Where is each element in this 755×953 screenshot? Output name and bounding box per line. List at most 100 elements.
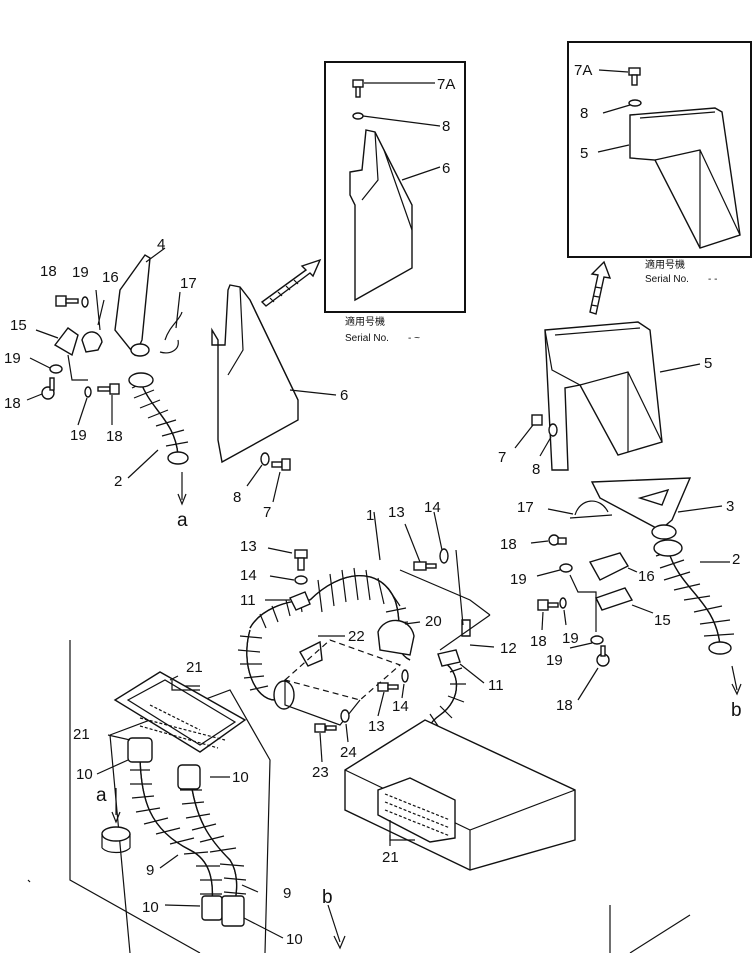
callout-14: 14: [424, 499, 441, 516]
callout-13: 13: [240, 538, 257, 555]
clamp-20: [377, 619, 415, 656]
washer-19-mid-left: [49, 364, 63, 374]
bolt-18-low-right: [596, 645, 610, 667]
callout-10: 10: [232, 769, 249, 786]
cover-6-inset: [349, 129, 413, 302]
washer-19-top-left: [81, 296, 89, 308]
bracket-15-right: [595, 587, 634, 611]
washer-8-cover6: [260, 452, 270, 466]
callout-17: 17: [517, 499, 534, 516]
callout-12: 12: [500, 640, 517, 657]
label-b: b: [322, 887, 333, 908]
callout-8-right: 8: [580, 105, 588, 122]
callout-6: 6: [340, 387, 348, 404]
callout-19: 19: [70, 427, 87, 444]
label-a: a: [96, 785, 107, 806]
callout-5: 5: [704, 355, 712, 372]
callout-9: 9: [283, 885, 291, 902]
hose-10-9-left: [127, 737, 223, 921]
cover-6: [211, 284, 337, 464]
callout-18: 18: [556, 697, 573, 714]
hose-2-right: [653, 539, 735, 655]
clamp-17-right: [569, 500, 613, 519]
callout-1: 1: [366, 507, 374, 524]
bracket-11-right: [437, 649, 461, 667]
bracket-11-left: [289, 591, 311, 611]
washer-19-top-right: [559, 563, 573, 573]
callout-8: 8: [233, 489, 241, 506]
callout-11: 11: [488, 677, 504, 694]
bolt-13-top: [294, 549, 308, 571]
clamp-16-left: [81, 331, 103, 353]
washer-8-right: [628, 99, 642, 107]
bolt-13-right: [413, 561, 437, 571]
washer-24: [340, 709, 350, 723]
callout-13: 13: [368, 718, 385, 735]
inset-right-serial-label: Serial No.: [645, 274, 689, 285]
callout-19: 19: [4, 350, 21, 367]
bolt-18-bottom-left: [97, 383, 120, 395]
duct-stub-a: [101, 826, 131, 854]
callout-19: 19: [562, 630, 579, 647]
callout-15: 15: [654, 612, 671, 629]
callout-18: 18: [530, 633, 547, 650]
callout-14: 14: [392, 698, 409, 715]
callout-8-left: 8: [442, 118, 450, 135]
washer-14-lower: [401, 669, 409, 683]
callout-20: 20: [425, 613, 442, 630]
inset-left-japanese: 適用号機: [345, 315, 385, 328]
callout-18: 18: [106, 428, 123, 445]
callout-17: 17: [180, 275, 197, 292]
callout-3: 3: [726, 498, 734, 515]
washer-19-mid-right: [559, 597, 567, 609]
bolt-18-top-right: [548, 534, 567, 546]
label-a: a: [177, 510, 188, 531]
callout-13: 13: [388, 504, 405, 521]
clamp-17-left: [159, 311, 183, 354]
callout-9: 9: [146, 862, 154, 879]
clamp-16-right: [588, 552, 629, 581]
bracket-12: [455, 549, 471, 637]
bolt-18-low-left: [41, 377, 55, 400]
bolt-13-lower: [377, 682, 399, 692]
callout-15: 15: [10, 317, 27, 334]
washer-14-top: [294, 575, 308, 585]
label-b: b: [731, 700, 742, 721]
inset-left-serial-range: - ~: [408, 333, 420, 344]
callout-14: 14: [240, 567, 257, 584]
bracket-15-left: [53, 327, 79, 357]
inset-right-japanese: 適用号機: [645, 258, 685, 271]
callout-16: 16: [102, 269, 119, 286]
inset-right-serial-range: - -: [708, 274, 717, 285]
hose-10-9-right: [177, 764, 247, 927]
callout-6-left: 6: [442, 160, 450, 177]
callout-21: 21: [73, 726, 90, 743]
washer-14-right: [439, 548, 449, 564]
callout-10: 10: [76, 766, 93, 783]
duct-5: [544, 321, 701, 471]
console-lower-left: [69, 640, 271, 953]
callout-19: 19: [510, 571, 527, 588]
inset-left-serial-label: Serial No.: [345, 333, 389, 344]
bolt-18-mid-right: [537, 599, 559, 611]
inset-left: 7A 8 6: [324, 61, 466, 313]
duct-5-inset: [629, 107, 741, 249]
bolt-7A-right: [628, 67, 641, 86]
callout-22: 22: [348, 628, 365, 645]
console-lower-right: [344, 719, 576, 871]
callout-23: 23: [312, 764, 329, 781]
hose-2-left: [128, 372, 189, 465]
callout-18: 18: [500, 536, 517, 553]
callout-8: 8: [532, 461, 540, 478]
washer-19-low-right: [590, 635, 604, 645]
callout-24: 24: [340, 744, 357, 761]
callout-2: 2: [114, 473, 122, 490]
callout-19: 19: [546, 652, 563, 669]
outlet-3: [590, 477, 723, 540]
callout-10: 10: [286, 931, 303, 948]
callout-10: 10: [142, 899, 159, 916]
callout-21: 21: [186, 659, 203, 676]
callout-4: 4: [157, 236, 165, 253]
arrow-to-right-inset: [589, 260, 612, 315]
